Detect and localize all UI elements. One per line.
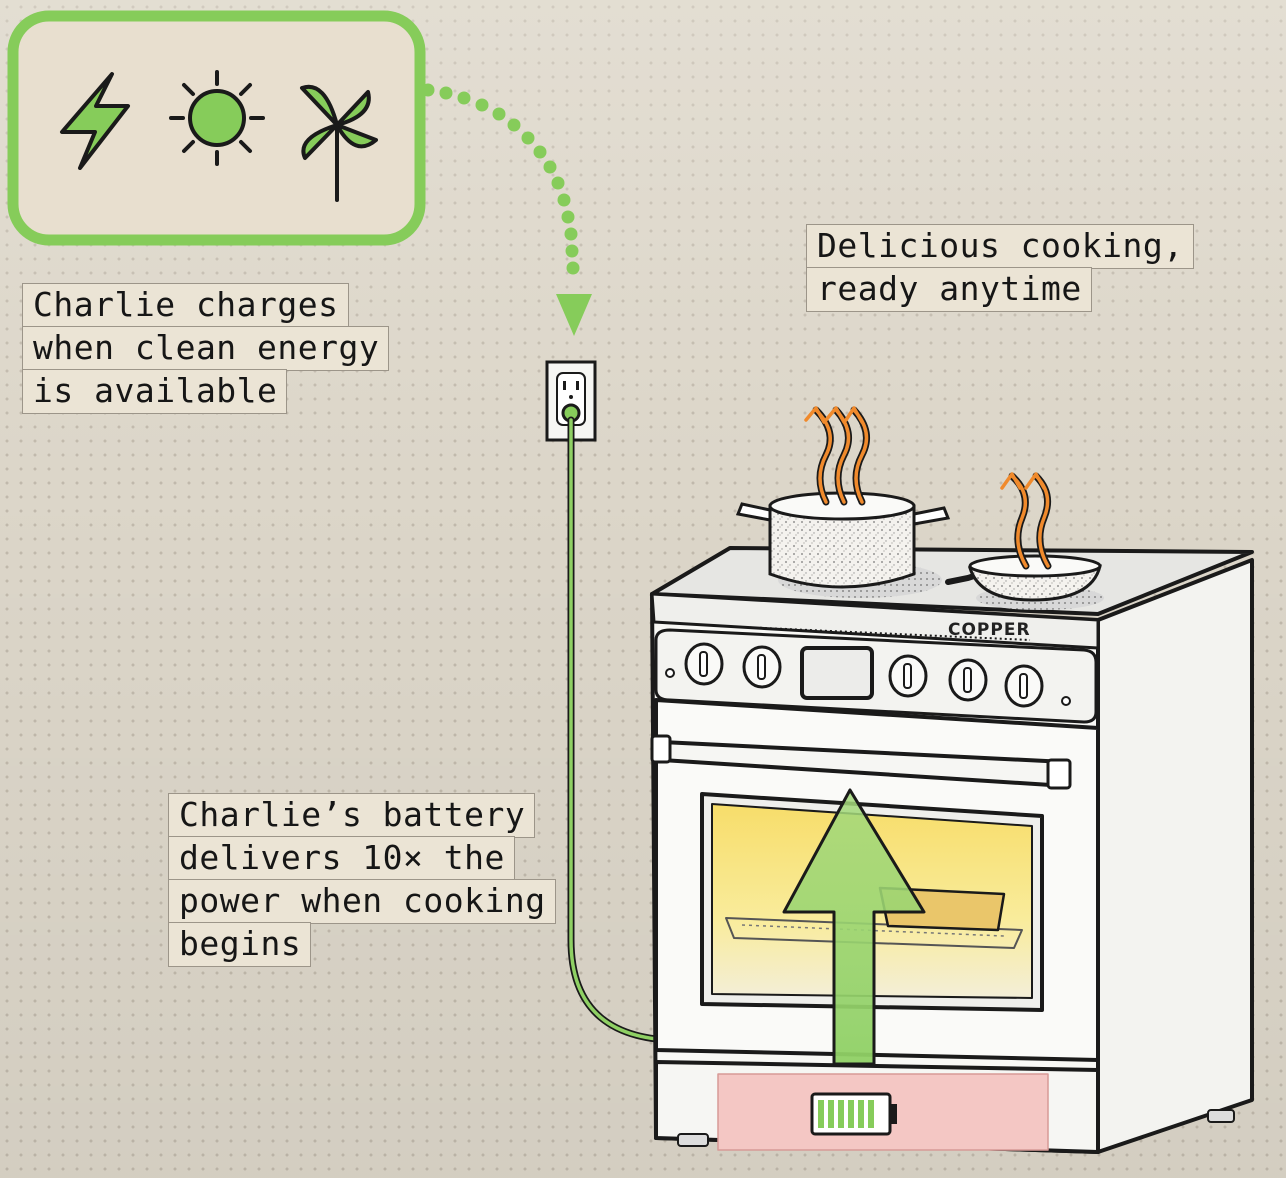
- touch-display: [800, 646, 874, 700]
- energy-source-box: [7, 10, 426, 246]
- label-battery-line-3: power when cooking: [168, 879, 556, 924]
- power-flow-arc: [421, 83, 592, 336]
- steam-icon: [804, 406, 1052, 570]
- label-battery-line-1: Charlie’s battery: [168, 793, 536, 838]
- label-charging-line-1: Charlie charges: [22, 283, 349, 328]
- label-charging-line-2: when clean energy: [22, 326, 390, 371]
- power-boost-arrow: [782, 788, 926, 1066]
- cooking-pot: [735, 491, 951, 589]
- control-knobs: [684, 642, 1044, 708]
- down-arrow-head: [556, 294, 592, 336]
- label-cooking-line-2: ready anytime: [806, 267, 1092, 312]
- label-cooking-line-1: Delicious cooking,: [806, 224, 1194, 269]
- stove-brand-logo: COPPER: [948, 620, 1031, 640]
- wall-outlet: [545, 360, 597, 442]
- label-battery-line-2: delivers 10× the: [168, 836, 515, 881]
- label-battery-line-4: begins: [168, 922, 312, 967]
- pinwheel-icon: [300, 84, 378, 202]
- lightning-icon: [60, 72, 130, 170]
- battery-icon: [810, 1092, 897, 1136]
- label-charging-line-3: is available: [22, 369, 288, 414]
- sun-icon: [169, 70, 265, 166]
- frying-pan: [945, 554, 1102, 602]
